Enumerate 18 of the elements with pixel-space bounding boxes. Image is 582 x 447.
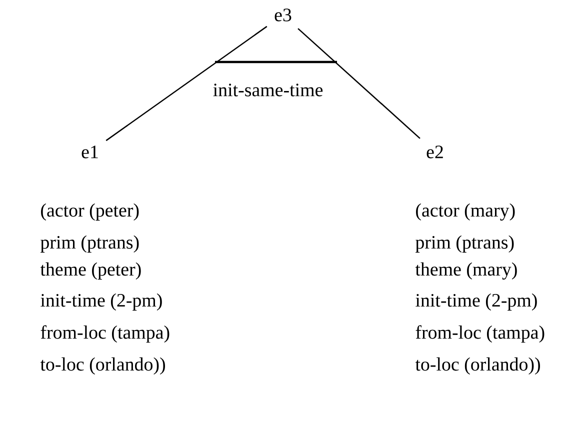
attribute-text: to-loc (orlando)) <box>40 357 165 375</box>
attribute-text: prim (ptrans) <box>416 235 514 253</box>
attribute-text: theme (peter) <box>40 262 141 280</box>
node-label: e3 <box>274 8 292 22</box>
attribute-text: init-time (2-pm) <box>40 293 162 311</box>
tree-line <box>298 28 420 139</box>
relation-label: init-same-time <box>213 84 323 96</box>
attribute-text: prim (ptrans) <box>40 235 139 253</box>
attribute-text: (actor (peter) <box>41 203 139 221</box>
tree-line <box>106 26 268 142</box>
attribute-text: theme (mary) <box>415 262 517 280</box>
attribute-text: init-time (2-pm) <box>416 293 537 311</box>
attribute-text: from-loc (tampa) <box>416 325 544 343</box>
attribute-text: (actor (mary) <box>416 203 515 221</box>
attribute-text: from-loc (tampa) <box>40 325 170 343</box>
node-label: e1 <box>82 146 98 158</box>
node-label: e2 <box>426 146 443 158</box>
attribute-text: to-loc (orlando)) <box>415 357 540 375</box>
